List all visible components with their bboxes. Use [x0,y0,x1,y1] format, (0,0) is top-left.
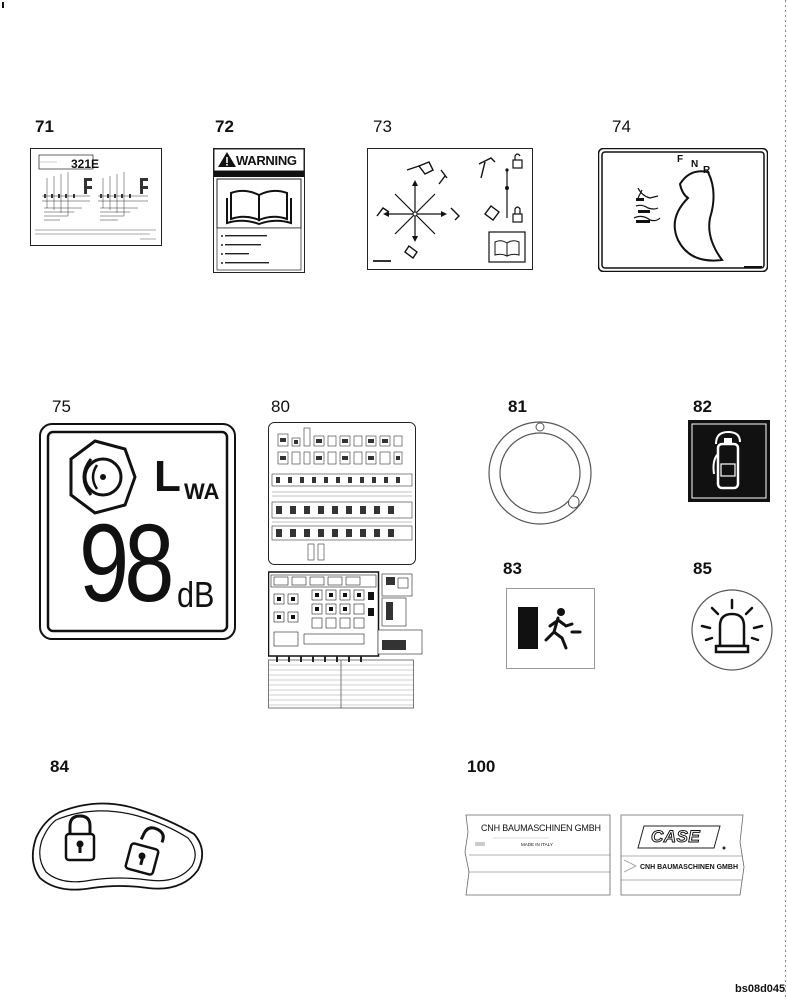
decal-73-control-pattern [367,148,533,270]
sound-unit: dB [177,574,215,615]
reverse-label: R [703,165,711,176]
item-number-75: 75 [52,397,71,416]
item-number-80: 80 [271,397,290,416]
plate-company-name: CNH BAUMASCHINEN GMBH [481,823,601,833]
item-number-81: 81 [508,397,527,416]
decal-72-warning-manual: WARNING [213,148,305,273]
plate-made-in: MADE IN ITALY [521,842,553,847]
decal-75-sound-power: L WA 98 dB [39,423,236,640]
item-number-100: 100 [467,757,496,776]
plate-company-name-2: CNH BAUMASCHINEN GMBH [640,864,738,871]
lwa-subscript: WA [184,479,220,504]
decal-82-fire-extinguisher [688,420,770,502]
item-number-72: 72 [215,117,234,136]
decal-100-id-plate: CNH BAUMASCHINEN GMBH MADE IN ITALY [463,812,613,898]
machine-type-label: 321E [71,157,100,171]
sound-level-value: 98 [79,502,174,625]
item-number-84: 84 [50,757,69,776]
decal-74-direction-lever: F N R [597,147,769,273]
page-edge [785,0,786,1000]
decal-81-ring [487,420,593,526]
decal-100-case-plate: CASE CNH BAUMASCHINEN GMBH [618,812,746,898]
case-brand-logo: CASE [650,827,701,847]
decal-80-fuse-layout [267,422,436,710]
item-number-82: 82 [693,397,712,416]
item-number-85: 85 [693,559,712,578]
decal-83-emergency-exit [506,588,595,669]
item-number-74: 74 [612,117,631,136]
neutral-label: N [691,159,699,170]
lwa-symbol: L [154,452,181,501]
warning-heading: WARNING [236,153,297,168]
item-number-83: 83 [503,559,522,578]
forward-label: F [677,154,684,165]
decal-85-beacon [690,588,774,672]
decal-71-lift-chart: 321E [30,148,162,246]
item-number-71: 71 [35,117,54,136]
figure-id: bs08d045 [735,983,786,995]
corner-mark [2,2,4,8]
decal-84-lock-unlock [30,800,206,896]
item-number-73: 73 [373,117,392,136]
